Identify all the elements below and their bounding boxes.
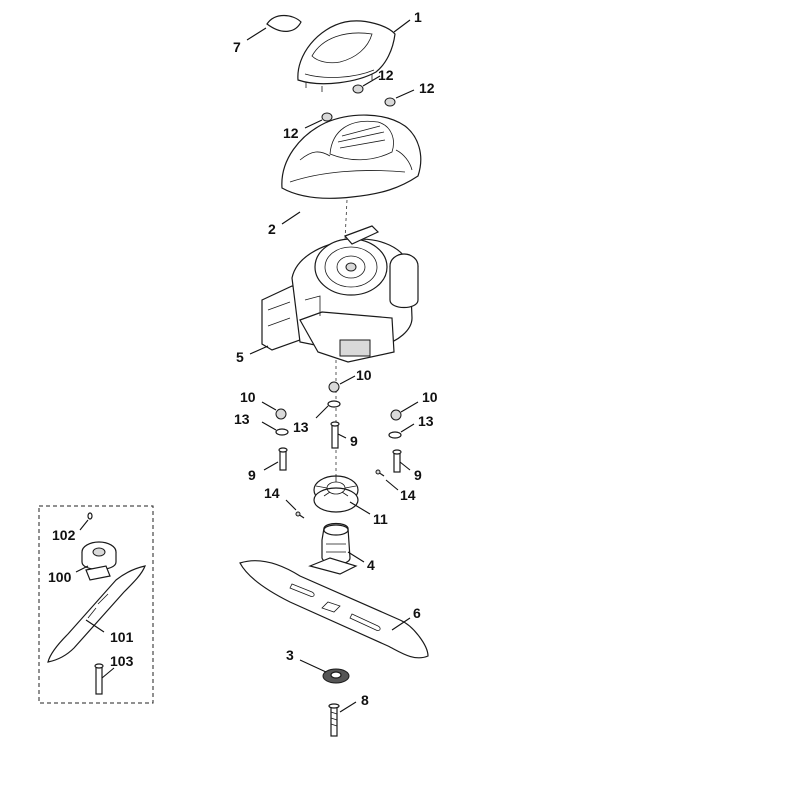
leader-10-center (339, 375, 356, 385)
part-9-bolt-center (330, 421, 340, 449)
callout-10-center: 10 (356, 367, 372, 383)
leader-6 (391, 617, 411, 631)
leader-12-right (395, 89, 415, 99)
part-10-nut-center (328, 381, 340, 393)
part-14-screw-right (375, 469, 385, 477)
callout-14-right: 14 (400, 487, 416, 503)
part-12-nut-left (321, 112, 333, 122)
callout-12-right: 12 (419, 80, 435, 96)
callout-102: 102 (52, 527, 76, 543)
callout-100: 100 (48, 569, 72, 585)
part-10-nut-right (390, 409, 402, 421)
part-9-bolt-right (392, 449, 402, 473)
leader-5 (249, 345, 269, 355)
callout-7: 7 (233, 39, 241, 55)
leader-14-right (385, 479, 399, 491)
part-7-filter-tag (266, 14, 302, 32)
callout-13-left: 13 (234, 411, 250, 427)
callout-12-left: 12 (283, 125, 299, 141)
callout-9-center: 9 (350, 433, 358, 449)
part-6-blade (239, 560, 429, 659)
part-102-pin (87, 512, 93, 520)
leader-103 (101, 667, 115, 679)
part-9-bolt-left (278, 447, 288, 471)
callout-4: 4 (367, 557, 375, 573)
part-11-fan-adapter (313, 475, 359, 513)
leader-10-right (400, 401, 419, 413)
part-13-washer-right (388, 431, 402, 439)
callout-13-center: 13 (293, 419, 309, 435)
assembly-axis-upper (344, 199, 348, 241)
leader-13-center (315, 405, 329, 419)
part-100-adapter-hub (81, 541, 117, 581)
callout-3: 3 (286, 647, 294, 663)
part-13-washer-left (275, 428, 289, 436)
callout-6: 6 (413, 605, 421, 621)
part-101-blade (47, 565, 146, 663)
part-103-bolt (94, 663, 104, 695)
callout-10-right: 10 (422, 389, 438, 405)
callout-1: 1 (414, 9, 422, 25)
callout-13-right: 13 (418, 413, 434, 429)
callout-9-left: 9 (248, 467, 256, 483)
leader-12-left (304, 119, 323, 129)
leader-11 (349, 501, 371, 515)
part-14-screw-left (295, 511, 305, 519)
leader-9-right (399, 461, 411, 471)
callout-2: 2 (268, 221, 276, 237)
callout-12-center: 12 (378, 67, 394, 83)
part-10-nut-left (275, 408, 287, 420)
callout-5: 5 (236, 349, 244, 365)
leader-12-center (362, 75, 381, 87)
leader-13-left (261, 421, 277, 431)
part-12-nut-center (352, 84, 364, 94)
leader-7 (246, 27, 267, 41)
callout-10-left: 10 (240, 389, 256, 405)
leader-102 (79, 519, 89, 531)
part-5-engine (261, 225, 419, 363)
leader-4 (347, 551, 365, 563)
leader-10-left (261, 401, 277, 411)
leader-13-right (400, 423, 415, 433)
part-8-blade-bolt (328, 703, 340, 737)
part-3-blade-washer (322, 668, 350, 684)
leader-9-center (337, 433, 347, 439)
part-4-blade-adapter (308, 522, 358, 575)
part-1-top-cover (297, 20, 396, 92)
part-12-nut-right (384, 97, 396, 107)
leader-14-left (285, 499, 297, 511)
leader-2 (281, 211, 301, 225)
leader-9-left (263, 461, 279, 471)
leader-3 (299, 659, 327, 673)
part-2-engine-shroud (281, 114, 422, 199)
callout-9-right: 9 (414, 467, 422, 483)
callout-101: 101 (110, 629, 134, 645)
callout-14-left: 14 (264, 485, 280, 501)
part-13-washer-center (327, 400, 341, 408)
leader-1 (393, 19, 411, 33)
leader-8 (339, 701, 357, 713)
callout-103: 103 (110, 653, 134, 669)
leader-100 (75, 565, 89, 573)
callout-8: 8 (361, 692, 369, 708)
leader-101 (85, 619, 105, 633)
alternative-kit-dashed-box (38, 505, 154, 704)
callout-11: 11 (373, 511, 388, 527)
